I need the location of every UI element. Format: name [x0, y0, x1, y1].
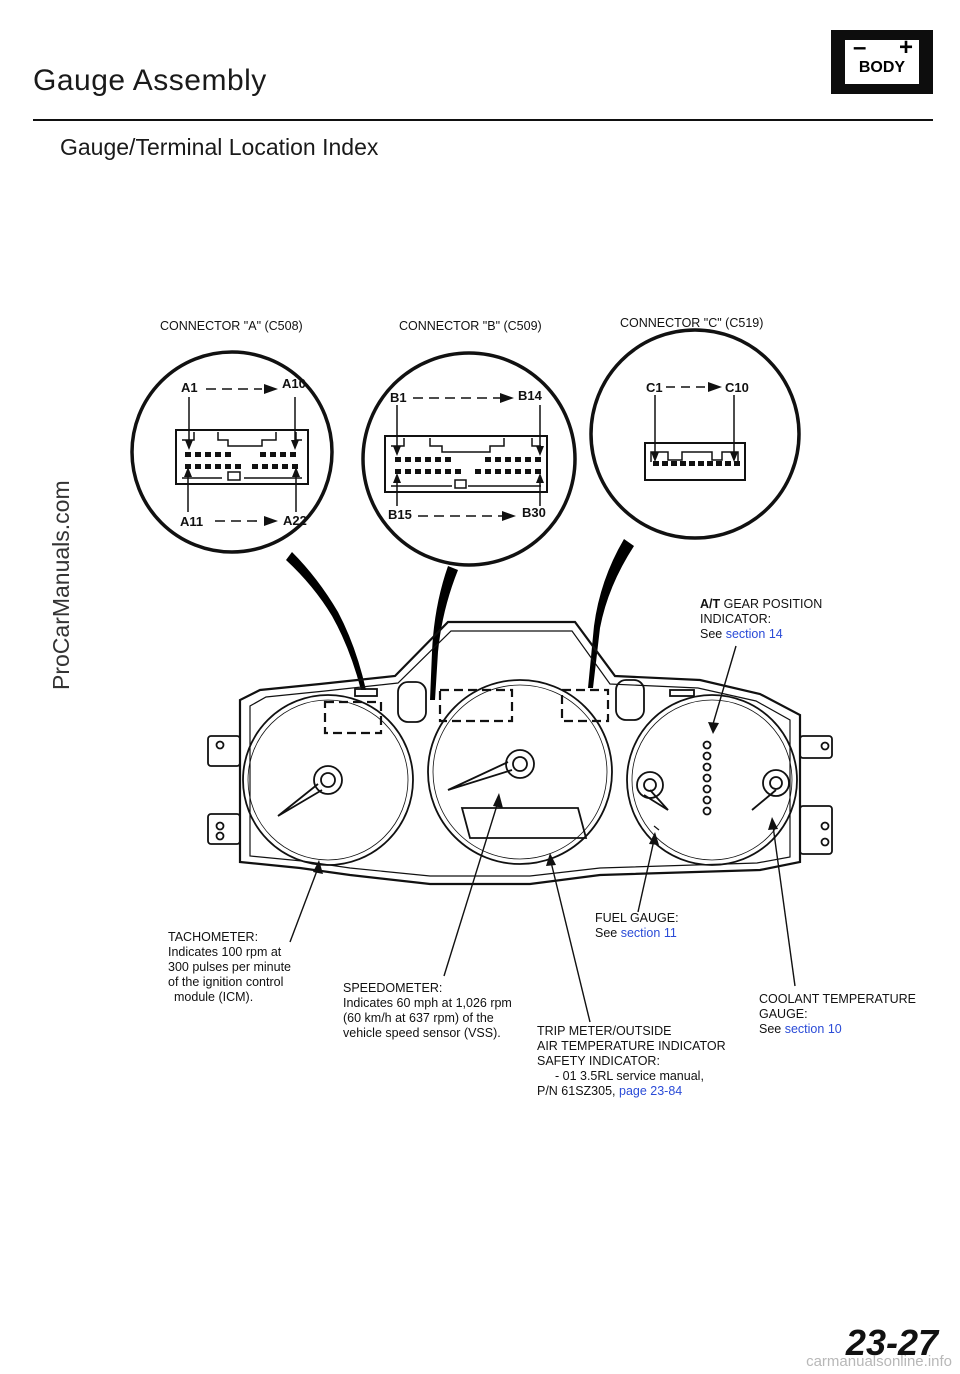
tachometer-callout: TACHOMETER: Indicates 100 rpm at 300 pul… — [168, 930, 291, 1005]
tach-line1: TACHOMETER: — [168, 930, 259, 944]
trip-line1: TRIP METER/OUTSIDE — [537, 1024, 672, 1038]
pin-b14: B14 — [518, 388, 542, 403]
trip-meter-callout: TRIP METER/OUTSIDE AIR TEMPERATURE INDIC… — [537, 1024, 726, 1099]
fuel-see: See — [595, 926, 618, 940]
pin-a1: A1 — [181, 380, 198, 395]
speedo-line3: (60 km/h at 637 rpm) of the — [343, 1011, 494, 1025]
gear-at-label: A/T — [700, 597, 721, 611]
coolant-callout: COOLANT TEMPERATURE GAUGE: See section 1… — [759, 992, 916, 1037]
connector-c-icon — [644, 442, 746, 481]
instrument-cluster — [207, 620, 833, 886]
pin-b30: B30 — [522, 505, 546, 520]
pin-a22: A22 — [283, 513, 307, 528]
gear-position-callout: A/T GEAR POSITION INDICATOR: See section… — [700, 597, 822, 642]
tach-line2: Indicates 100 rpm at — [168, 945, 282, 959]
connector-c-circle — [589, 328, 801, 540]
coolant-section-link[interactable]: section 10 — [784, 1022, 842, 1036]
footer-watermark: carmanualsonline.info — [806, 1353, 952, 1370]
gear-line1: GEAR POSITION — [723, 597, 823, 611]
pin-c1: C1 — [646, 380, 663, 395]
tach-line4: of the ignition control — [168, 975, 284, 989]
coolant-see: See — [759, 1022, 782, 1036]
page-number: 23-27 — [845, 1322, 938, 1363]
speedometer-dial — [427, 679, 613, 865]
tachometer-dial — [242, 694, 414, 866]
tach-line5: module (ICM). — [174, 990, 254, 1004]
gear-line2: INDICATOR: — [700, 612, 772, 626]
connector-b-label: CONNECTOR "B" (C509) — [399, 319, 542, 333]
pin-b15: B15 — [388, 507, 412, 522]
battery-icon: – + BODY — [845, 34, 919, 84]
gear-see: See — [700, 627, 723, 641]
connector-a-pins — [185, 452, 298, 469]
coolant-line1: COOLANT TEMPERATURE — [759, 992, 916, 1006]
badge-plus: + — [898, 34, 913, 61]
speedometer-callout: SPEEDOMETER: Indicates 60 mph at 1,026 r… — [343, 981, 512, 1041]
pin-a11: A11 — [180, 514, 204, 529]
connector-b-pins — [395, 457, 541, 474]
speedo-line1: SPEEDOMETER: — [343, 981, 443, 995]
fuel-line1: FUEL GAUGE: — [595, 911, 679, 925]
connector-b-icon — [384, 435, 548, 493]
connector-c-pins — [653, 461, 740, 466]
connector-b-circle — [361, 351, 577, 567]
trip-line3: SAFETY INDICATOR: — [537, 1054, 660, 1068]
pin-c10: C10 — [725, 380, 749, 395]
page-title: Gauge Assembly — [33, 64, 267, 97]
speedo-line2: Indicates 60 mph at 1,026 rpm — [343, 996, 512, 1010]
magnifier-leaders — [286, 539, 634, 700]
fuel-section-link[interactable]: section 11 — [620, 926, 677, 940]
connector-a-label: CONNECTOR "A" (C508) — [160, 319, 303, 333]
combo-gauge-dial — [626, 694, 798, 866]
connector-c-label: CONNECTOR "C" (C519) — [620, 316, 764, 330]
fuel-gauge-callout: FUEL GAUGE: See section 11 — [595, 911, 679, 941]
speedo-line4: vehicle speed sensor (VSS). — [343, 1026, 501, 1040]
connector-a-circle — [130, 350, 334, 554]
pin-b1: B1 — [390, 390, 407, 405]
tach-line3: 300 pulses per minute — [168, 960, 291, 974]
trip-line5: P/N 61SZ305, — [537, 1084, 616, 1098]
coolant-line2: GAUGE: — [759, 1007, 808, 1021]
badge-text: BODY — [858, 59, 906, 76]
trip-page-link[interactable]: page 23-84 — [619, 1084, 683, 1098]
badge-minus: – — [853, 34, 867, 61]
pin-a10: A10 — [282, 376, 306, 391]
trip-line4: - 01 3.5RL service manual, — [555, 1069, 704, 1083]
trip-line2: AIR TEMPERATURE INDICATOR — [537, 1039, 726, 1053]
page-subtitle: Gauge/Terminal Location Index — [60, 134, 379, 160]
title-rule — [33, 119, 933, 121]
gear-section-link[interactable]: section 14 — [725, 627, 783, 641]
body-section-badge: – + BODY — [831, 30, 933, 94]
